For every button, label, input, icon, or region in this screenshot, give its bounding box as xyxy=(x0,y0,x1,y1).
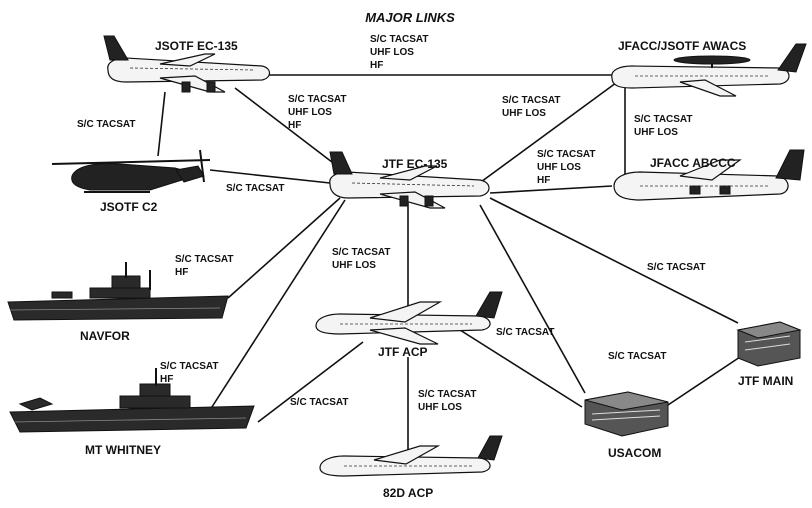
label-whitney-jtfec135: S/C TACSAT HF xyxy=(160,361,219,385)
svg-text:HF: HF xyxy=(160,374,173,385)
label-whitney-acp: S/C TACSAT xyxy=(290,397,349,408)
svg-text:S/C TACSAT: S/C TACSAT xyxy=(226,183,285,194)
node-label-jsotf-c2: JSOTF C2 xyxy=(100,200,158,214)
svg-text:S/C TACSAT: S/C TACSAT xyxy=(418,389,477,400)
svg-text:S/C TACSAT: S/C TACSAT xyxy=(608,351,667,362)
link-whitney-jtfec135 xyxy=(210,200,345,410)
label-acp-82d: S/C TACSAT UHF LOS xyxy=(418,389,477,413)
label-navfor-jtfec135: S/C TACSAT HF xyxy=(175,254,234,278)
label-abccc-jtfec135: S/C TACSAT UHF LOS HF xyxy=(537,149,596,186)
label-jtfec135-main: S/C TACSAT xyxy=(647,262,706,273)
svg-text:UHF LOS: UHF LOS xyxy=(332,260,376,271)
svg-text:S/C TACSAT: S/C TACSAT xyxy=(496,327,555,338)
svg-text:UHF LOS: UHF LOS xyxy=(502,108,546,119)
navfor-ship-icon xyxy=(8,262,228,320)
svg-text:S/C TACSAT: S/C TACSAT xyxy=(370,34,429,45)
label-jtfec135-acp: S/C TACSAT UHF LOS xyxy=(332,247,391,271)
label-awacs-jtfec135: S/C TACSAT UHF LOS xyxy=(502,95,561,119)
svg-text:S/C TACSAT: S/C TACSAT xyxy=(537,149,596,160)
label-awacs-abccc: S/C TACSAT UHF LOS xyxy=(634,114,693,138)
jsotf-c2-helicopter-icon xyxy=(52,150,210,192)
svg-text:UHF LOS: UHF LOS xyxy=(634,127,678,138)
label-ec135-jtfec135: S/C TACSAT UHF LOS HF xyxy=(288,94,347,131)
node-label-jtf-acp: JTF ACP xyxy=(378,345,428,359)
link-usacom-main xyxy=(668,357,740,405)
link-acp-usacom xyxy=(460,330,582,407)
node-label-navfor: NAVFOR xyxy=(80,329,130,343)
diagram-title: MAJOR LINKS xyxy=(365,10,455,25)
svg-text:HF: HF xyxy=(537,175,550,186)
acp-82d-aircraft-icon xyxy=(320,436,502,476)
label-ec135-awacs: S/C TACSAT UHF LOS HF xyxy=(370,34,429,71)
node-label-mt-whitney: MT WHITNEY xyxy=(85,443,161,457)
svg-text:S/C TACSAT: S/C TACSAT xyxy=(634,114,693,125)
svg-text:UHF LOS: UHF LOS xyxy=(537,162,581,173)
node-label-jtf-ec135: JTF EC-135 xyxy=(382,157,448,171)
node-label-usacom: USACOM xyxy=(608,446,661,460)
node-label-82d-acp: 82D ACP xyxy=(383,486,433,500)
node-label-jfacc-awacs: JFACC/JSOTF AWACS xyxy=(618,39,746,53)
jtf-main-building-icon xyxy=(738,322,800,366)
node-label-jsotf-ec135: JSOTF EC-135 xyxy=(155,39,238,53)
svg-text:S/C TACSAT: S/C TACSAT xyxy=(647,262,706,273)
svg-text:UHF LOS: UHF LOS xyxy=(288,107,332,118)
svg-text:UHF LOS: UHF LOS xyxy=(370,47,414,58)
node-label-jtf-main: JTF MAIN xyxy=(738,374,793,388)
label-acp-usacom: S/C TACSAT xyxy=(496,327,555,338)
link-whitney-acp xyxy=(258,342,363,422)
svg-text:S/C TACSAT: S/C TACSAT xyxy=(160,361,219,372)
link-abccc-jtfec135 xyxy=(490,186,612,193)
jtf-acp-aircraft-icon xyxy=(316,292,502,344)
link-ec135-c2 xyxy=(158,92,165,156)
link-jtfec135-main xyxy=(490,198,738,323)
label-c2-jtfec135: S/C TACSAT xyxy=(226,183,285,194)
svg-text:S/C TACSAT: S/C TACSAT xyxy=(77,119,136,130)
usacom-building-icon xyxy=(585,392,668,436)
svg-text:HF: HF xyxy=(288,120,301,131)
svg-text:S/C TACSAT: S/C TACSAT xyxy=(288,94,347,105)
svg-text:S/C TACSAT: S/C TACSAT xyxy=(502,95,561,106)
label-jtfec135-usacom: S/C TACSAT xyxy=(608,351,667,362)
node-label-jfacc-abccc: JFACC ABCCC xyxy=(650,156,736,170)
svg-text:UHF LOS: UHF LOS xyxy=(418,402,462,413)
mt-whitney-ship-icon xyxy=(10,368,254,432)
svg-text:S/C TACSAT: S/C TACSAT xyxy=(332,247,391,258)
svg-text:S/C TACSAT: S/C TACSAT xyxy=(175,254,234,265)
link-c2-jtfec135 xyxy=(210,170,330,183)
label-ec135-c2: S/C TACSAT xyxy=(77,119,136,130)
svg-text:HF: HF xyxy=(175,267,188,278)
link-navfor-jtfec135 xyxy=(228,198,340,298)
svg-text:HF: HF xyxy=(370,60,383,71)
svg-text:S/C TACSAT: S/C TACSAT xyxy=(290,397,349,408)
